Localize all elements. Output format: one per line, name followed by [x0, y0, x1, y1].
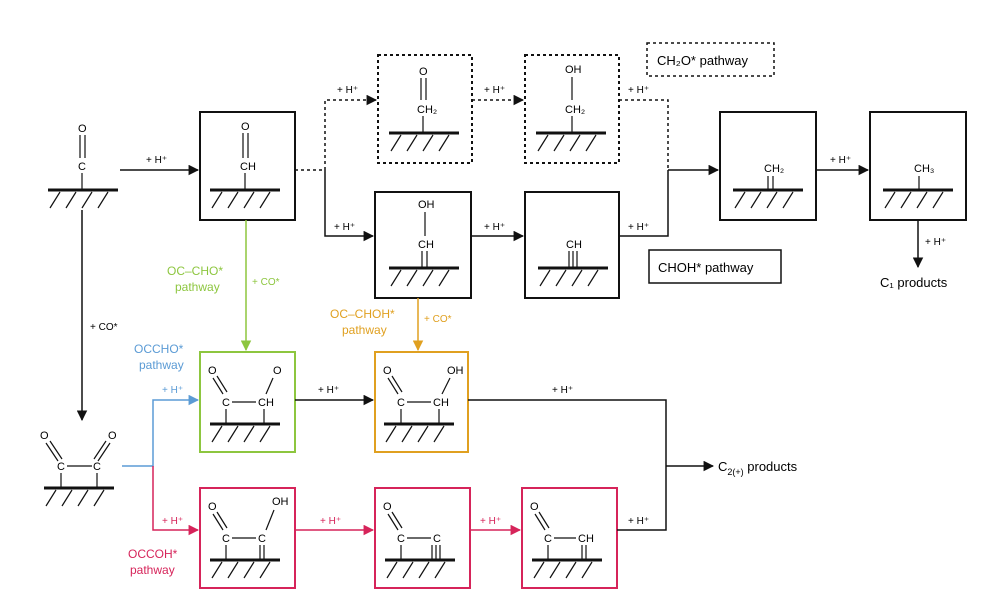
- cho-intermediate-box: O CH: [199, 111, 296, 221]
- oc-cho-pathway-label: OC–CHO*: [167, 264, 223, 278]
- label-h-pink-3: + H⁺: [480, 516, 501, 527]
- svg-text:O: O: [383, 501, 392, 513]
- arrow-occhoh-to-c2: [468, 399, 667, 466]
- arrow-occo-to-occho: [122, 394, 200, 467]
- svg-text:CH₃: CH₃: [914, 163, 934, 175]
- svg-text:CH: CH: [240, 161, 256, 173]
- svg-text:C: C: [78, 161, 86, 173]
- svg-text:OH: OH: [418, 199, 435, 211]
- svg-text:C: C: [433, 533, 441, 545]
- svg-text:CH₂: CH₂: [565, 104, 585, 116]
- choh-intermediate-box: OH CH: [374, 191, 472, 299]
- svg-text:OH: OH: [447, 365, 464, 377]
- c1-products-label: C₁ products: [880, 275, 948, 290]
- svg-text:O: O: [208, 365, 217, 377]
- svg-text:CH: CH: [433, 397, 449, 409]
- ch2-intermediate-box: CH₂: [719, 111, 817, 221]
- svg-text:O: O: [530, 501, 539, 513]
- svg-text:OH: OH: [272, 496, 289, 508]
- label-co-green: + CO*: [252, 277, 280, 288]
- occ-intermediate-box: O C C: [374, 487, 471, 589]
- label-h-choh-ch: + H⁺: [484, 222, 505, 233]
- occoh-pathway-label-2: pathway: [130, 563, 175, 577]
- svg-text:CH: CH: [418, 239, 434, 251]
- occoh-intermediate-box: O OH C C: [199, 487, 296, 589]
- ch-intermediate-box: CH: [524, 191, 620, 299]
- ch2o-pathway-legend: CH₂O* pathway: [646, 42, 775, 77]
- svg-text:CH₂: CH₂: [764, 163, 784, 175]
- arrow-ch-to-ch2: [619, 170, 669, 237]
- arrow-ch2oh-to-ch2: [619, 99, 669, 170]
- co-adsorbed: O C: [46, 123, 120, 210]
- label-h-co-cho: + H⁺: [146, 155, 167, 166]
- occoh-pathway-label: OCCOH*: [128, 547, 178, 561]
- label-h-occhoh-c2: + H⁺: [552, 385, 573, 396]
- arrow-occh-to-c2: [617, 466, 667, 531]
- arrow-occo-to-occoh: [152, 466, 200, 536]
- svg-text:CH: CH: [578, 533, 594, 545]
- label-h-cho-ch2o: + H⁺: [337, 85, 358, 96]
- occhoh-intermediate-box: O OH C CH: [374, 351, 469, 453]
- label-h-ch2oh-ch2: + H⁺: [628, 85, 649, 96]
- oc-choh-pathway-label-2: pathway: [342, 323, 387, 337]
- svg-text:C: C: [57, 461, 65, 473]
- svg-text:CH: CH: [566, 239, 582, 251]
- svg-text:C: C: [397, 533, 405, 545]
- label-h-ch2o-ch2oh: + H⁺: [484, 85, 505, 96]
- label-h-ch2-ch3: + H⁺: [830, 155, 851, 166]
- svg-text:O: O: [208, 501, 217, 513]
- label-h-ch3-c1: + H⁺: [925, 237, 946, 248]
- occh-intermediate-box: O C CH: [521, 487, 618, 589]
- svg-text:O: O: [383, 365, 392, 377]
- ch2o-intermediate-box: O CH₂: [377, 54, 473, 164]
- occho-pathway-label: OCCHO*: [134, 342, 184, 356]
- oc-cho-pathway-label-2: pathway: [175, 280, 220, 294]
- svg-text:C: C: [222, 397, 230, 409]
- svg-text:C: C: [222, 533, 230, 545]
- svg-text:OH: OH: [565, 64, 582, 76]
- svg-text:O: O: [108, 430, 117, 442]
- ch2oh-intermediate-box: OH CH₂: [524, 54, 620, 164]
- label-h-ch-ch2: + H⁺: [628, 222, 649, 233]
- oc-choh-pathway-label: OC–CHOH*: [330, 307, 395, 321]
- occho-pathway-label-2: pathway: [139, 358, 184, 372]
- label-h-blue: + H⁺: [162, 385, 183, 396]
- label-h-occho-occhoh: + H⁺: [318, 385, 339, 396]
- svg-text:O: O: [241, 121, 250, 133]
- ch3-intermediate-box: CH₃: [869, 111, 967, 221]
- svg-text:C: C: [397, 397, 405, 409]
- svg-text:CH: CH: [258, 397, 274, 409]
- label-co-coupling: + CO*: [90, 322, 118, 333]
- svg-text:CH₂O* pathway: CH₂O* pathway: [657, 53, 749, 68]
- svg-text:C: C: [544, 533, 552, 545]
- arrow-cho-to-ch2o: [295, 94, 378, 171]
- arrow-cho-to-choh: [324, 170, 375, 242]
- svg-text:C: C: [93, 461, 101, 473]
- label-h-pink-1: + H⁺: [162, 516, 183, 527]
- svg-text:O: O: [419, 66, 428, 78]
- choh-pathway-legend: CHOH* pathway: [648, 249, 782, 284]
- label-h-cho-choh: + H⁺: [334, 222, 355, 233]
- label-h-pink-2: + H⁺: [320, 516, 341, 527]
- label-h-occh-c2: + H⁺: [628, 516, 649, 527]
- c2-products-label: C2(+) products: [718, 459, 798, 477]
- svg-text:O: O: [40, 430, 49, 442]
- label-co-orange: + CO*: [424, 314, 452, 325]
- svg-text:C: C: [258, 533, 266, 545]
- svg-text:O: O: [78, 123, 87, 135]
- svg-text:CH₂: CH₂: [417, 104, 437, 116]
- svg-text:CHOH* pathway: CHOH* pathway: [658, 260, 754, 275]
- occho-intermediate-box: O O C CH: [199, 351, 296, 453]
- occo-intermediate: O O C C: [40, 430, 117, 508]
- svg-text:O: O: [273, 365, 282, 377]
